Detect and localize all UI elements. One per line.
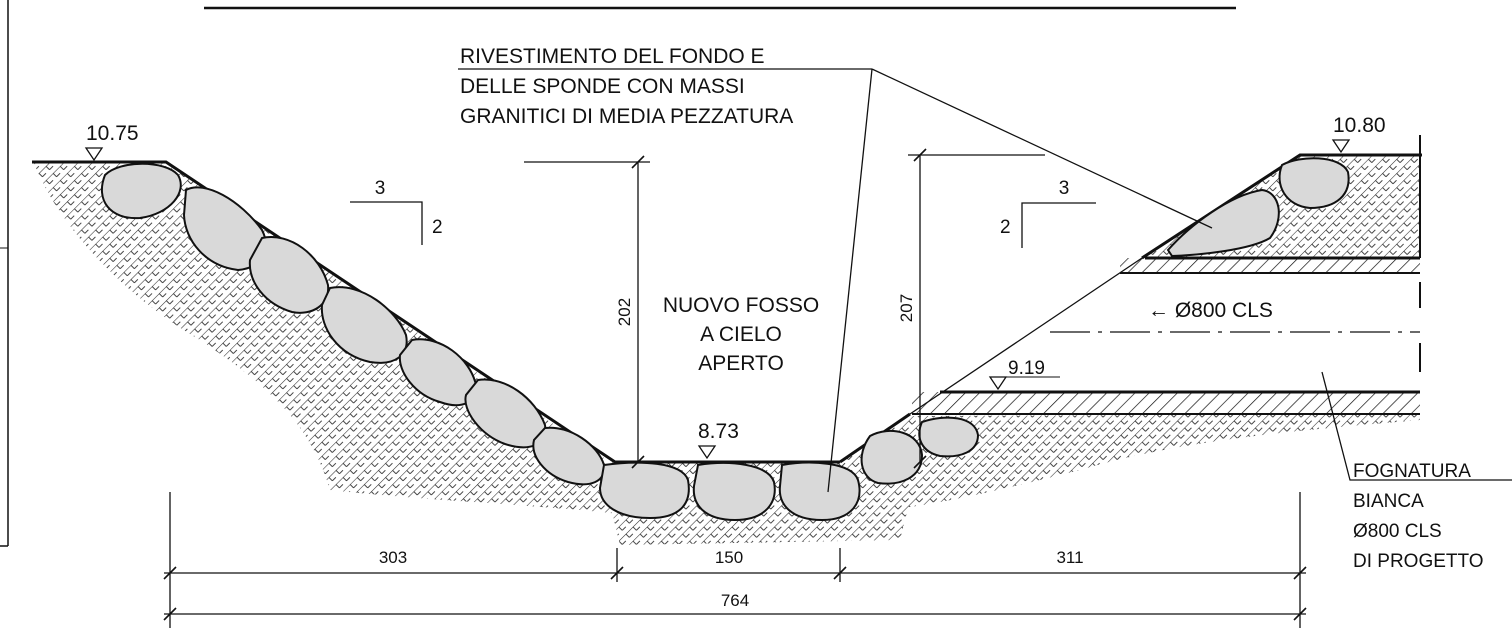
- pipe-upper-wall: [1120, 258, 1420, 273]
- note-fosso-line-3: APERTO: [698, 352, 784, 375]
- leader-to-bottom-boulder: [827, 68, 873, 493]
- dimension-left-width: 303: [379, 548, 407, 567]
- pipe-label: ← Ø800 CLS: [1148, 299, 1273, 322]
- elevation-bottom: 8.73: [698, 420, 739, 443]
- slope-left-vertical: 2: [432, 217, 443, 238]
- slope-left-horizontal: 3: [375, 178, 386, 199]
- granite-boulders: [100, 157, 1350, 522]
- depth-dimension-right: 207: [897, 148, 1045, 469]
- dimension-bottom-width: 150: [715, 548, 743, 567]
- note-fognatura-line-2: BIANCA: [1353, 491, 1424, 512]
- depth-dimension-left: 202: [524, 155, 650, 469]
- excavation-line-right: [909, 257, 1143, 415]
- slope-right-vertical: 2: [1000, 217, 1011, 238]
- elevation-right-top: 10.80: [1333, 114, 1386, 137]
- note-fognatura-line-3: Ø800 CLS: [1353, 521, 1442, 542]
- leader-fognatura: [1321, 371, 1512, 481]
- slope-right-horizontal: 3: [1059, 178, 1070, 199]
- note-fognatura-line-1: FOGNATURA: [1353, 461, 1471, 482]
- soil-right-bank: [840, 414, 1420, 512]
- leader-to-bank-boulder: [871, 68, 1213, 229]
- elevation-marker-right-top: 10.80: [1331, 114, 1386, 154]
- dimension-right-width: 311: [1056, 548, 1083, 567]
- pipe-lower-wall: [912, 392, 1420, 414]
- note-rivestimento-line-1: RIVESTIMENTO DEL FONDO E: [460, 45, 765, 68]
- note-rivestimento: RIVESTIMENTO DEL FONDO E DELLE SPONDE CO…: [460, 45, 793, 128]
- elevation-marker-bottom: 8.73: [697, 420, 739, 460]
- depth-right-label: 207: [897, 294, 916, 322]
- slope-symbol-right: 3 2: [1000, 178, 1096, 248]
- note-fosso-line-2: A CIELO: [700, 323, 782, 346]
- elevation-left-top: 10.75: [86, 122, 139, 145]
- note-rivestimento-line-3: GRANITICI DI MEDIA PEZZATURA: [460, 105, 793, 128]
- note-fosso-line-1: NUOVO FOSSO: [663, 294, 819, 317]
- note-fosso: NUOVO FOSSO A CIELO APERTO: [663, 294, 819, 375]
- note-fognatura-line-4: DI PROGETTO: [1353, 551, 1484, 572]
- depth-left-label: 202: [615, 298, 634, 326]
- soil-left-bank: [34, 163, 620, 514]
- elevation-marker-left-top: 10.75: [84, 122, 139, 162]
- elevation-marker-pipe: 9.19: [988, 358, 1060, 391]
- slope-symbol-left: 3 2: [350, 178, 443, 245]
- dimension-total-width: 764: [721, 591, 749, 610]
- width-dimensions: [163, 492, 1307, 628]
- elevation-pipe-invert: 9.19: [1008, 358, 1045, 379]
- note-rivestimento-line-2: DELLE SPONDE CON MASSI: [460, 75, 745, 98]
- note-fognatura: FOGNATURA BIANCA Ø800 CLS DI PROGETTO: [1353, 461, 1484, 572]
